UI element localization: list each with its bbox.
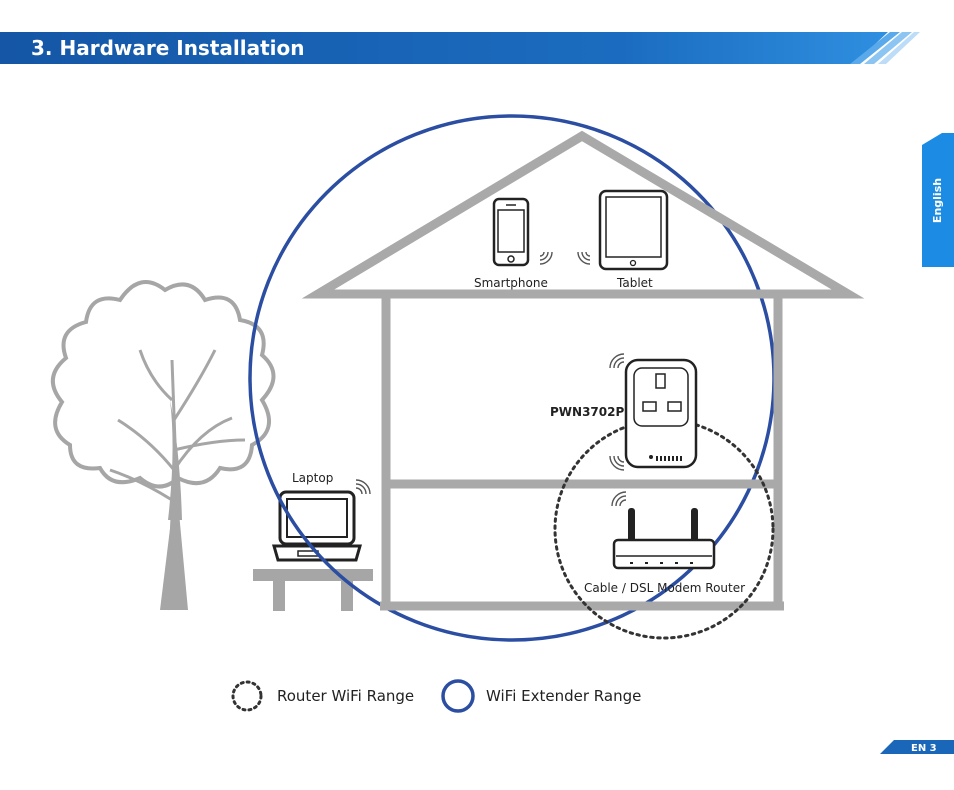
language-tab[interactable]: English <box>922 133 954 267</box>
house-outline <box>301 130 865 611</box>
legend: Router WiFi Range WiFi Extender Range <box>231 679 641 713</box>
legend-router-label: Router WiFi Range <box>277 687 414 705</box>
header-banner: 3. Hardware Installation <box>0 32 920 64</box>
page-number: EN 3 <box>911 743 937 754</box>
legend-router-swatch <box>231 680 263 712</box>
smartphone-icon <box>492 197 530 267</box>
laptop-wifi-icon <box>355 479 371 495</box>
language-tab-label: English <box>931 177 945 223</box>
tablet-label: Tablet <box>616 276 653 290</box>
side-tab-shape <box>922 133 954 267</box>
tablet-icon <box>598 189 669 271</box>
table <box>253 569 373 611</box>
tree-illustration <box>51 280 276 611</box>
smartphone-wifi-icon <box>539 251 553 265</box>
laptop-icon <box>272 490 362 562</box>
page-number-tag: EN 3 <box>880 740 954 754</box>
legend-extender-label: WiFi Extender Range <box>486 687 641 705</box>
tablet-wifi-icon <box>577 251 591 265</box>
laptop-label: Laptop <box>292 471 333 485</box>
router-icon <box>612 508 716 570</box>
smartphone-label: Smartphone <box>474 276 548 290</box>
extender-label: PWN3702P <box>550 405 624 419</box>
extender-wifi-bottom-icon <box>609 455 625 471</box>
router-label: Cable / DSL Modem Router <box>584 581 745 595</box>
router-wifi-icon <box>611 491 627 507</box>
legend-extender-swatch <box>441 679 475 713</box>
extender-device-icon <box>624 358 698 469</box>
page-title: 3. Hardware Installation <box>31 36 305 60</box>
extender-wifi-top-icon <box>609 353 625 369</box>
